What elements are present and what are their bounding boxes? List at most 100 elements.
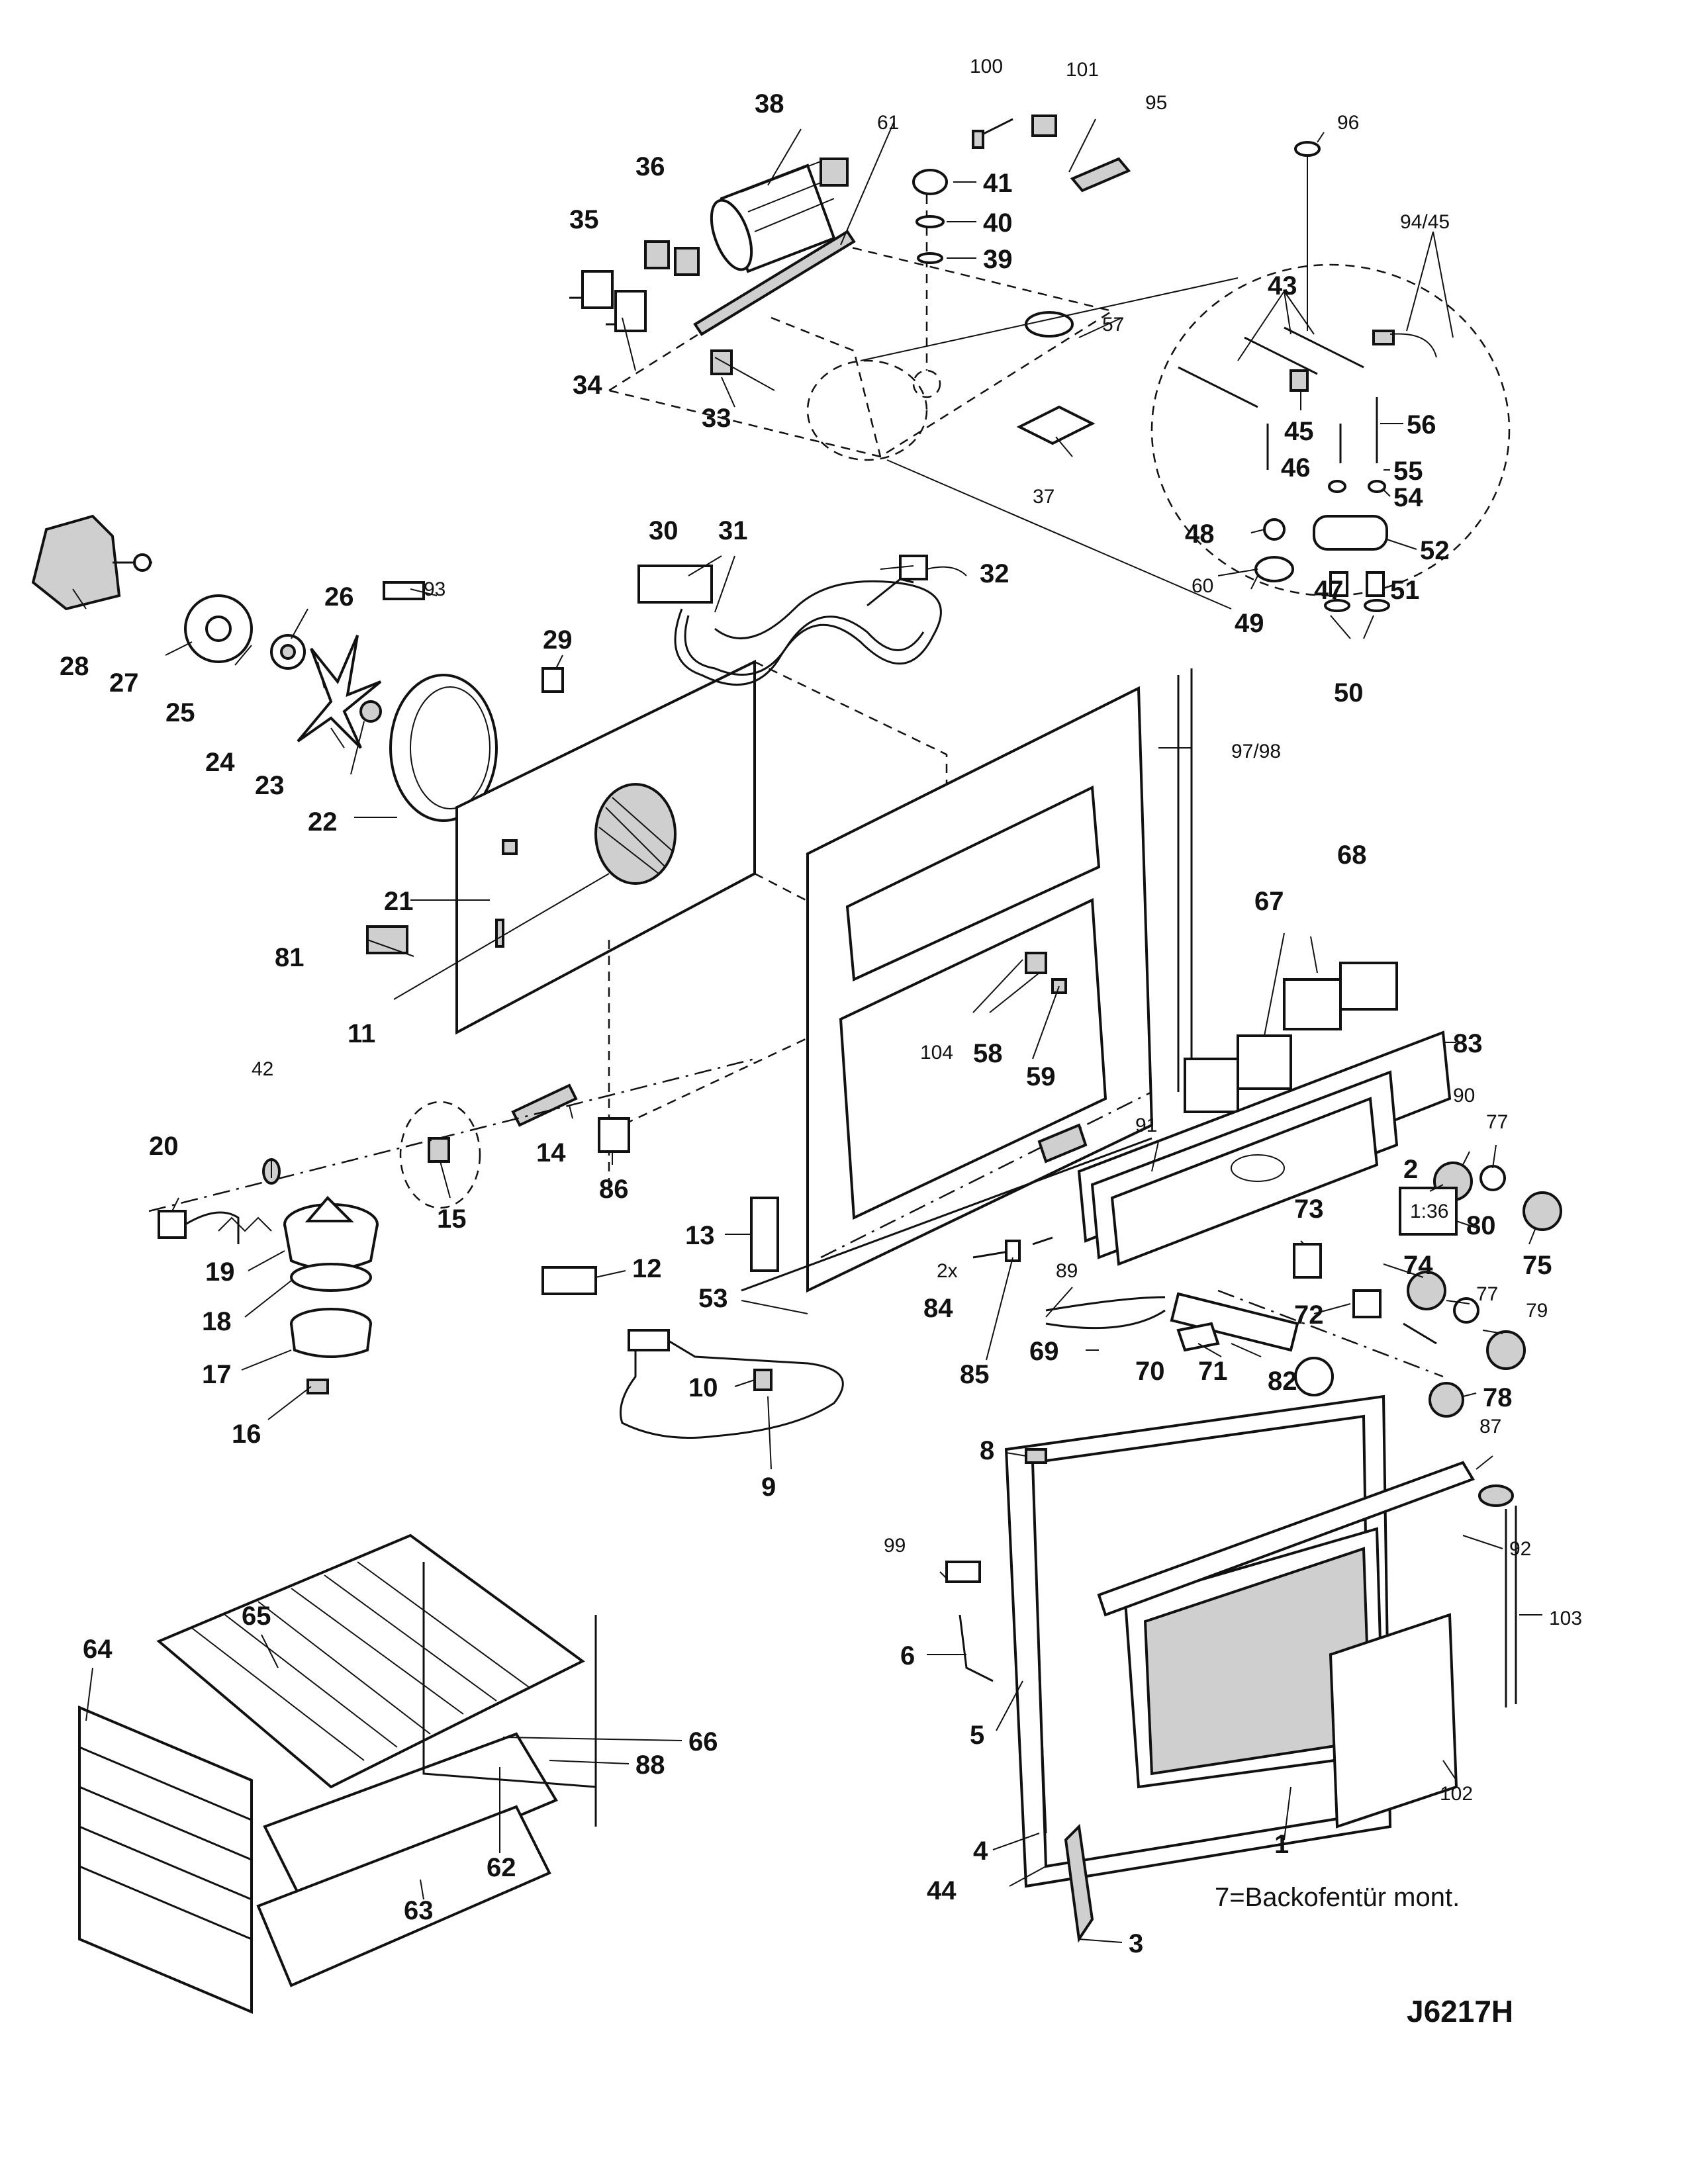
- timer-2: [1399, 1187, 1458, 1236]
- gasket-12: [541, 1266, 597, 1295]
- part-81: [366, 925, 408, 954]
- control-panel: 1:36: [972, 962, 1562, 1418]
- heat-shield-strip: [693, 230, 856, 336]
- grill-element: [637, 555, 967, 686]
- clip-8: [1025, 1448, 1047, 1464]
- door-hinge-3: [1064, 1823, 1094, 1943]
- switch-73: [1293, 1243, 1322, 1279]
- label-85: 85: [960, 1360, 990, 1389]
- part-72: [1352, 1289, 1382, 1318]
- fan-motor-28: [31, 514, 121, 611]
- label-62: 62: [487, 1853, 516, 1882]
- label-38: 38: [755, 89, 784, 118]
- door-handle-87: [1097, 1461, 1475, 1617]
- label-23: 23: [255, 771, 285, 800]
- clip-10: [753, 1369, 773, 1391]
- label-96: 96: [1337, 112, 1359, 134]
- grid-shelf-65: [156, 1533, 585, 1789]
- knob-82: [1294, 1357, 1334, 1396]
- label-46: 46: [1281, 453, 1311, 482]
- leader-lines: [72, 118, 1542, 1943]
- label-59: 59: [1026, 1062, 1056, 1091]
- label-84: 84: [923, 1294, 953, 1323]
- label-37: 37: [1033, 486, 1055, 508]
- label-81: 81: [275, 943, 305, 972]
- label-58: 58: [973, 1039, 1003, 1068]
- label-3: 3: [1129, 1929, 1143, 1958]
- cylinder-71: [1170, 1292, 1299, 1352]
- label-40: 40: [983, 208, 1013, 238]
- knob-74: [1407, 1271, 1446, 1310]
- switch-35: [581, 270, 614, 309]
- label-28: 28: [60, 652, 89, 681]
- lamp-holder-58: [1025, 952, 1047, 974]
- label-68: 68: [1337, 841, 1367, 870]
- label-52: 52: [1420, 536, 1450, 565]
- label-10: 10: [688, 1373, 718, 1402]
- label-29: 29: [543, 625, 573, 655]
- lamp-glass-18: [290, 1263, 372, 1292]
- label-35: 35: [569, 205, 599, 234]
- label-8: 8: [980, 1436, 994, 1465]
- drawing-code: J6217H: [1407, 1994, 1513, 2028]
- label-73: 73: [1294, 1195, 1324, 1224]
- label-67: 67: [1254, 887, 1284, 916]
- label-49: 49: [1235, 609, 1264, 638]
- hinge-13: [750, 1197, 779, 1272]
- label-72: 72: [1294, 1300, 1324, 1330]
- grommet-96: [1294, 141, 1321, 157]
- label-86: 86: [599, 1175, 629, 1204]
- label-1: 1: [1274, 1830, 1289, 1859]
- top-assembly: [569, 114, 1321, 458]
- cylinder-70: [1176, 1322, 1220, 1352]
- label-47: 47: [1314, 576, 1344, 605]
- label-66: 66: [688, 1727, 718, 1756]
- label-79: 79: [1526, 1300, 1548, 1322]
- stop-99: [945, 1561, 981, 1583]
- label-56: 56: [1407, 410, 1436, 439]
- label-104: 104: [920, 1042, 953, 1064]
- label-12: 12: [632, 1254, 662, 1283]
- connector-101: [1031, 114, 1057, 137]
- label-101: 101: [1066, 59, 1099, 81]
- terminal-block-95: [1070, 157, 1131, 193]
- label-53: 53: [698, 1284, 728, 1313]
- label-88: 88: [635, 1751, 665, 1780]
- label-61: 61: [877, 112, 899, 134]
- label-43: 43: [1268, 271, 1297, 300]
- label-31: 31: [718, 516, 748, 545]
- switch-86: [598, 1117, 630, 1153]
- oven-lamp: [148, 1058, 755, 1394]
- label-18: 18: [202, 1307, 232, 1336]
- label-21: 21: [384, 887, 414, 916]
- label-45: 45: [1284, 417, 1314, 446]
- timer-readout: 1:36: [1410, 1201, 1448, 1222]
- label-51: 51: [1390, 576, 1420, 605]
- label-93: 93: [424, 578, 445, 600]
- lamp-cap: [912, 169, 948, 195]
- lamp-socket-20: [158, 1210, 187, 1239]
- terminal-block-14: [511, 1083, 578, 1127]
- label-103: 103: [1549, 1608, 1582, 1629]
- label-13: 13: [685, 1221, 715, 1250]
- tangential-fan-motor: [710, 158, 849, 273]
- label-77b: 77: [1476, 1283, 1498, 1305]
- label-42: 42: [252, 1058, 273, 1080]
- mounting-plate-52: [1313, 515, 1388, 551]
- fan-cover-22: [389, 674, 498, 822]
- label-16: 16: [232, 1420, 261, 1449]
- label-99: 99: [884, 1535, 906, 1557]
- switch-block-b: [1283, 978, 1342, 1030]
- label-71: 71: [1198, 1357, 1228, 1386]
- label-97: 97/98: [1231, 741, 1281, 762]
- label-84x: 2x: [937, 1260, 958, 1282]
- label-83: 83: [1453, 1029, 1483, 1058]
- label-69: 69: [1029, 1337, 1059, 1366]
- connector-76: [1037, 1123, 1088, 1163]
- label-92: 92: [1509, 1538, 1531, 1560]
- assembly-note: 7=Backofentür mont.: [1215, 1883, 1460, 1912]
- label-50: 50: [1334, 678, 1364, 707]
- label-54: 54: [1393, 483, 1423, 512]
- label-87: 87: [1479, 1416, 1501, 1437]
